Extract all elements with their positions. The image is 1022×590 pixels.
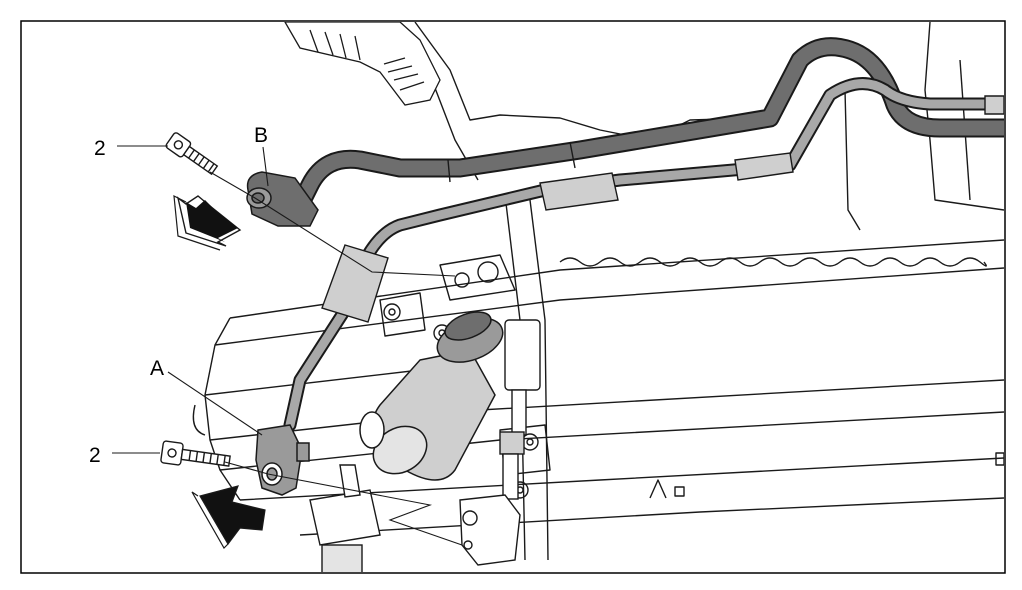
arrow-icon	[191, 485, 266, 549]
light-refrigerant-line	[283, 77, 1004, 432]
dark-refrigerant-line	[290, 37, 1004, 215]
bolt-icon	[165, 132, 219, 176]
vertical-line	[309, 319, 541, 572]
bolt-icon	[160, 440, 231, 467]
fitting-a	[255, 424, 310, 496]
callout-label-bolt-upper: 2	[94, 137, 106, 160]
callout-label-bolt-lower: 2	[89, 444, 101, 467]
line-sleeve	[321, 95, 1004, 323]
callout-label-a: A	[150, 357, 164, 380]
callout-leaders	[112, 145, 269, 454]
receiver-dryer	[359, 311, 504, 481]
fitting-b	[246, 171, 319, 227]
corrugated-hose	[284, 22, 441, 106]
callout-label-b: B	[254, 124, 268, 147]
pointer-lines	[209, 171, 463, 546]
arrow-icon	[173, 194, 242, 251]
